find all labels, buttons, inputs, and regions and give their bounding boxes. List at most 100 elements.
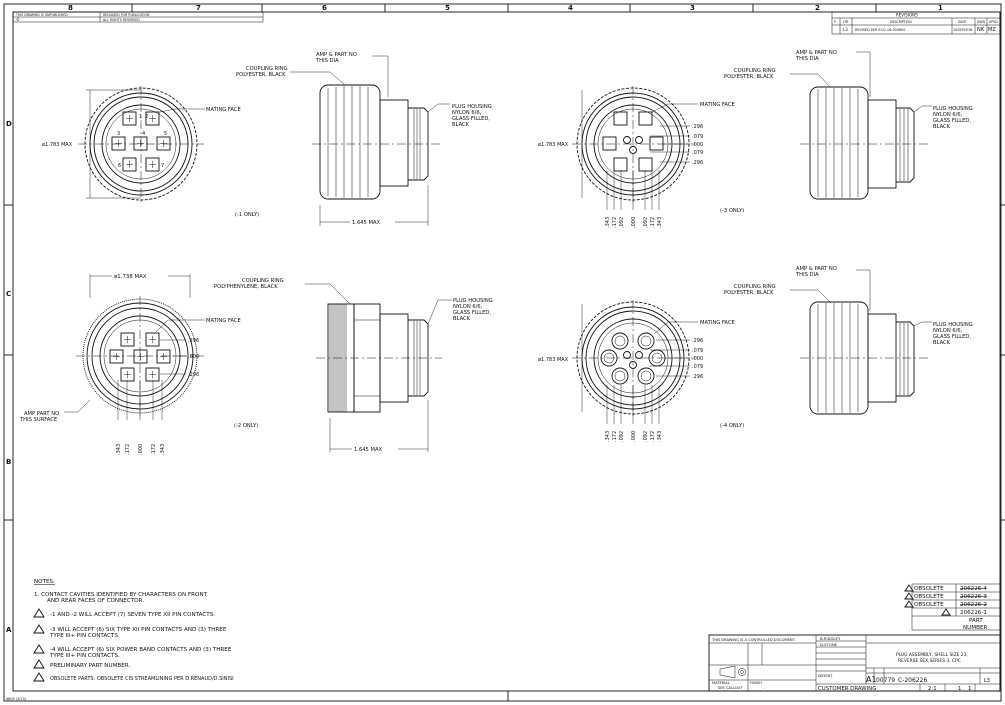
v4-amp-part-dia: THIS DIA: [795, 272, 819, 278]
v4-dim-r5: .296: [692, 374, 703, 380]
v3-amp-part-dia: THIS DIA: [795, 56, 819, 62]
part-status-3: OBSOLETE: [914, 594, 944, 600]
note-2: -1 AND -2 WILL ACCEPT (7) SEVEN TYPE XII…: [50, 612, 215, 618]
v3-mating-face: MATING FACE: [700, 102, 735, 108]
v2-plug-mat1: NYLON 6/6,: [453, 304, 483, 310]
unpublished-note: THIS DRAWING IS UNPUBLISHED: [15, 13, 68, 17]
v3-plug-mat2: GLASS FILLED,: [933, 118, 971, 124]
v4-mating-face: MATING FACE: [700, 320, 735, 326]
v4-dim-b4: .000: [631, 431, 637, 442]
checked-by: D.STONE: [820, 642, 838, 647]
v4-only-label: (-4 ONLY): [720, 423, 744, 429]
view-front-dash4: .296 .079 .000 .079 .296 .343 .172 .092 …: [538, 300, 744, 442]
note-flag-5: [33, 659, 45, 669]
view-front-dash1: 1 2 3 4 5 6 7 ø1.783 MAX MATING FACE (-1…: [42, 86, 259, 218]
drawn-by: B.RIDGLEY: [820, 636, 841, 641]
cav-2: 2: [145, 114, 148, 120]
v3-dim-b7: .343: [657, 217, 663, 228]
zone-b: B: [6, 458, 11, 466]
sheet-of: 1: [968, 686, 971, 692]
v4-diameter: ø1.783 MAX: [538, 357, 569, 363]
part-number-4: 206226-4: [960, 586, 987, 592]
v4-amp-part: AMP & PART NO: [796, 266, 837, 272]
zone-8: 8: [68, 4, 73, 12]
v2-dim-r2: .000: [188, 354, 199, 360]
v3-dim-b6: .172: [650, 217, 656, 228]
v3-dim-b5: .092: [643, 217, 649, 228]
v4-dim-b2: .172: [612, 431, 618, 442]
v3-plug-color: BLACK: [933, 124, 951, 130]
notes-section: NOTES: 1. CONTACT CAVITIES IDENTIFIED BY…: [33, 579, 234, 682]
power-band-contacts: [600, 332, 666, 385]
v2-amp-surface-2: THIS SURFACE: [19, 417, 57, 423]
drawing-scale: 2:1: [928, 686, 937, 692]
v4-dim-r4: .079: [692, 364, 703, 370]
revision-letter: L3: [984, 678, 990, 684]
v2-dim-b2: .172: [125, 444, 131, 455]
v1-amp-part: AMP & PART NO: [316, 52, 357, 58]
note-4b: TYPE III+ PIN CONTACTS.: [49, 653, 120, 659]
release-note: RELEASED FOR PUBLICATION: [103, 13, 150, 17]
v3-dim-b4: .000: [631, 217, 637, 228]
v4-plug-mat1: NYLON 6/6,: [933, 328, 963, 334]
zone-a: A: [6, 626, 12, 634]
v1-diameter: ø1.783 MAX: [42, 142, 73, 148]
revisions-block: REVISIONS P LTR DESCRIPTION DATE DWN APV…: [831, 11, 1001, 35]
rev-col-p: P: [834, 20, 836, 24]
note-5: PRELIMINARY PART NUMBER.: [50, 663, 130, 669]
weight-value: -: [838, 679, 840, 683]
note-flag-6: [33, 672, 45, 682]
rev-col-apvd: APVD: [989, 20, 998, 24]
v1-plug-mat2: GLASS FILLED,: [452, 116, 490, 122]
cage-code: 00779: [876, 677, 895, 684]
revisions-title: REVISIONS: [896, 13, 918, 18]
v1-ring-label: COUPLING RING: [246, 66, 288, 72]
copyright-mark: ©: [16, 17, 20, 22]
v4-dim-b1: .343: [605, 431, 611, 442]
v2-plug-label: PLUG HOUSING: [453, 298, 493, 304]
note-1a: 1. CONTACT CAVITIES IDENTIFIED BY CHARAC…: [34, 592, 208, 598]
v3-dim-b1: .343: [605, 217, 611, 228]
zone-4: 4: [568, 4, 573, 12]
v4-dim-r2: .079: [692, 348, 703, 354]
title-block: THIS DRAWING IS A CONTROLLED DOCUMENT. B…: [708, 634, 1001, 692]
v1-amp-part-dia: THIS DIA: [315, 58, 339, 64]
v3-plug-label: PLUG HOUSING: [933, 106, 973, 112]
v3-dim-r1: .296: [692, 124, 703, 130]
cav-4: 4: [142, 131, 145, 137]
v3-dim-r5: .296: [692, 160, 703, 166]
note-flag-2: [33, 608, 45, 618]
v3-only-label: (-3 ONLY): [720, 208, 744, 214]
zone-c: C: [6, 290, 11, 298]
v2-only-label: (-2 ONLY): [234, 423, 258, 429]
zone-1: 1: [938, 4, 943, 12]
view-front-dash3: .296 .079 .000 .079 .296 .343 .172 .092 …: [538, 86, 744, 228]
material-value: SEE CALLOUT: [718, 686, 743, 690]
v3-ring-label: COUPLING RING: [734, 68, 776, 74]
note-flag-4: [33, 644, 45, 654]
part-number-2: 206226-2: [960, 602, 987, 608]
part-number-1: 206226-1: [960, 610, 987, 616]
v4-ring-label: COUPLING RING: [734, 284, 776, 290]
rev-col-dwn: DWN: [977, 20, 986, 24]
v2-plug-mat2: GLASS FILLED,: [453, 310, 491, 316]
projection-symbol: [719, 665, 746, 679]
v2-dim-b3: .000: [138, 444, 144, 455]
v4-ring-material: POLYESTER, BLACK: [724, 290, 774, 296]
title-line-1: PLUG ASSEMBLY, SHELL SIZE 23,: [896, 652, 968, 658]
cav-1: 1: [139, 114, 142, 120]
view-side-dash1: 1.645 MAX AMP & PART NO THIS DIA COUPLIN…: [236, 52, 492, 226]
v4-dim-r3: .000: [692, 356, 703, 362]
rev-col-desc: DESCRIPTION: [890, 20, 912, 24]
zone-6: 6: [322, 4, 327, 12]
zone-7: 7: [196, 4, 201, 12]
rev-dwn: NK: [977, 27, 985, 33]
v2-dim-b1: .343: [116, 444, 122, 455]
rev-desc: REVISED PER ECO-16-004800: [855, 28, 905, 32]
rev-col-ltr: LTR: [843, 20, 849, 24]
note-4a: -4 WILL ACCEPT (6) SIX POWER BAND CONTAC…: [50, 647, 232, 653]
zone-5: 5: [445, 4, 450, 12]
rev-col-date: DATE: [958, 20, 966, 24]
sheet-number: 1: [958, 686, 961, 692]
